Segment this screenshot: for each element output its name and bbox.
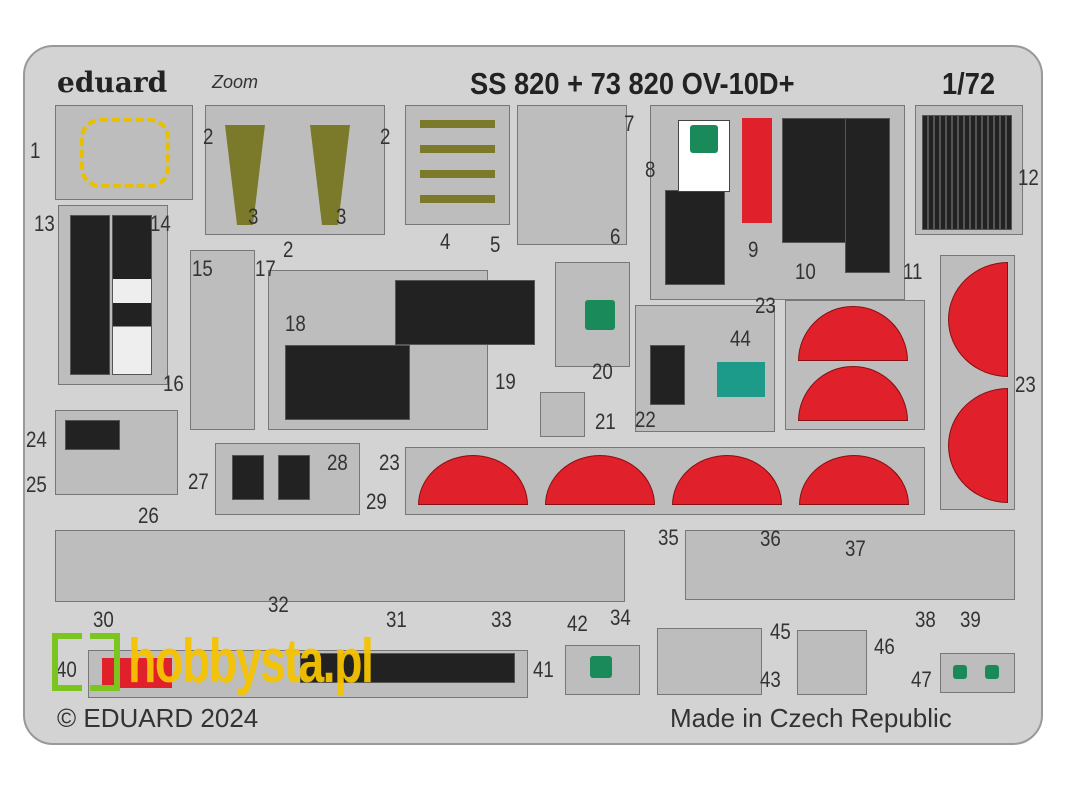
part-28-panel (278, 455, 310, 500)
part-number: 42 (567, 611, 588, 636)
part-47-screen (985, 665, 999, 679)
part-number: 3 (336, 204, 347, 229)
part-number: 18 (285, 311, 306, 336)
part-number: 21 (595, 409, 616, 434)
part-14-panel (112, 215, 152, 375)
part-number: 29 (366, 489, 387, 514)
part-number: 7 (624, 111, 635, 136)
part-number: 22 (635, 407, 656, 432)
part-number: 1 (30, 138, 41, 163)
part-number: 17 (255, 256, 276, 281)
part-number: 27 (188, 469, 209, 494)
part-1-belt (80, 118, 170, 188)
part-number: 35 (658, 525, 679, 550)
part-9-red-panel (742, 118, 772, 223)
part-22-panel (650, 345, 685, 405)
watermark: hobbysta.pl (128, 627, 374, 696)
part-7-frame (517, 105, 627, 245)
part-40-red-panel (102, 658, 172, 688)
eduard-logo: eduard (57, 66, 168, 99)
part-30-34-frame (55, 530, 625, 602)
part-35-39-frame (685, 530, 1015, 600)
part-number: 6 (610, 224, 621, 249)
watermark-bracket-icon (52, 633, 82, 691)
part-number: 33 (491, 607, 512, 632)
part-44-panel (717, 362, 765, 397)
origin-label: Made in Czech Republic (670, 703, 952, 733)
part-number: 46 (874, 634, 895, 659)
part-number: 3 (248, 204, 259, 229)
part-number: 34 (610, 605, 631, 630)
part-12-grid (922, 115, 1012, 230)
part-number: 19 (495, 369, 516, 394)
part-41-panel (300, 653, 515, 683)
part-number: 44 (730, 326, 751, 351)
part-number: 20 (592, 359, 613, 384)
part-number: 45 (770, 619, 791, 644)
belt-strap (420, 145, 495, 153)
part-43-frame (657, 628, 762, 695)
part-47-frame (940, 653, 1015, 693)
part-number: 23 (755, 293, 776, 318)
part-number: 13 (34, 211, 55, 236)
part-number: 31 (386, 607, 407, 632)
part-20-screen (585, 300, 615, 330)
part-number: 15 (192, 256, 213, 281)
part-number: 23 (1015, 372, 1036, 397)
part-21-frame (540, 392, 585, 437)
belt-strap (420, 120, 495, 128)
part-number: 2 (203, 124, 214, 149)
part-24-panel (65, 420, 120, 450)
part-number: 47 (911, 667, 932, 692)
watermark-bracket-icon (90, 633, 120, 691)
part-27-panel (232, 455, 264, 500)
part-number: 41 (533, 657, 554, 682)
part-number: 32 (268, 592, 289, 617)
part-number: 5 (490, 232, 501, 257)
part-number: 36 (760, 526, 781, 551)
part-number: 2 (283, 237, 294, 262)
part-number: 38 (915, 607, 936, 632)
part-number: 24 (26, 427, 47, 452)
part-number: 14 (150, 211, 171, 236)
belt-strap (420, 195, 495, 203)
part-number: 40 (56, 657, 77, 682)
part-42-screen (590, 656, 612, 678)
part-8-panel (665, 190, 725, 285)
part-number: 23 (379, 450, 400, 475)
belt-strap (420, 170, 495, 178)
part-number: 4 (440, 229, 451, 254)
part-number: 30 (93, 607, 114, 632)
part-18-panel (285, 345, 410, 420)
part-number: 11 (903, 259, 923, 284)
part-15-17-frame (190, 250, 255, 430)
part-11-panel (845, 118, 890, 273)
part-number: 8 (645, 157, 656, 182)
part-13-panel (70, 215, 110, 375)
green-screen (690, 125, 718, 153)
part-number: 10 (795, 259, 816, 284)
part-number: 43 (760, 667, 781, 692)
part-number: 12 (1018, 165, 1039, 190)
part-number: 26 (138, 503, 159, 528)
copyright: © EDUARD 2024 (57, 703, 259, 733)
part-19-panel (395, 280, 535, 345)
scale-label: 1/72 (942, 66, 996, 101)
part-number: 16 (163, 371, 184, 396)
part-47-screen (953, 665, 967, 679)
part-number: 25 (26, 472, 47, 497)
part-number: 28 (327, 450, 348, 475)
part-20-frame (555, 262, 630, 367)
zoom-logo: Zoom (212, 72, 259, 92)
part-45-46-frame (797, 630, 867, 695)
part-number: 9 (748, 237, 759, 262)
part-number: 39 (960, 607, 981, 632)
product-title: SS 820 + 73 820 OV-10D+ (470, 66, 795, 101)
part-number: 37 (845, 536, 866, 561)
part-10-panel (782, 118, 852, 243)
part-number: 2 (380, 124, 391, 149)
